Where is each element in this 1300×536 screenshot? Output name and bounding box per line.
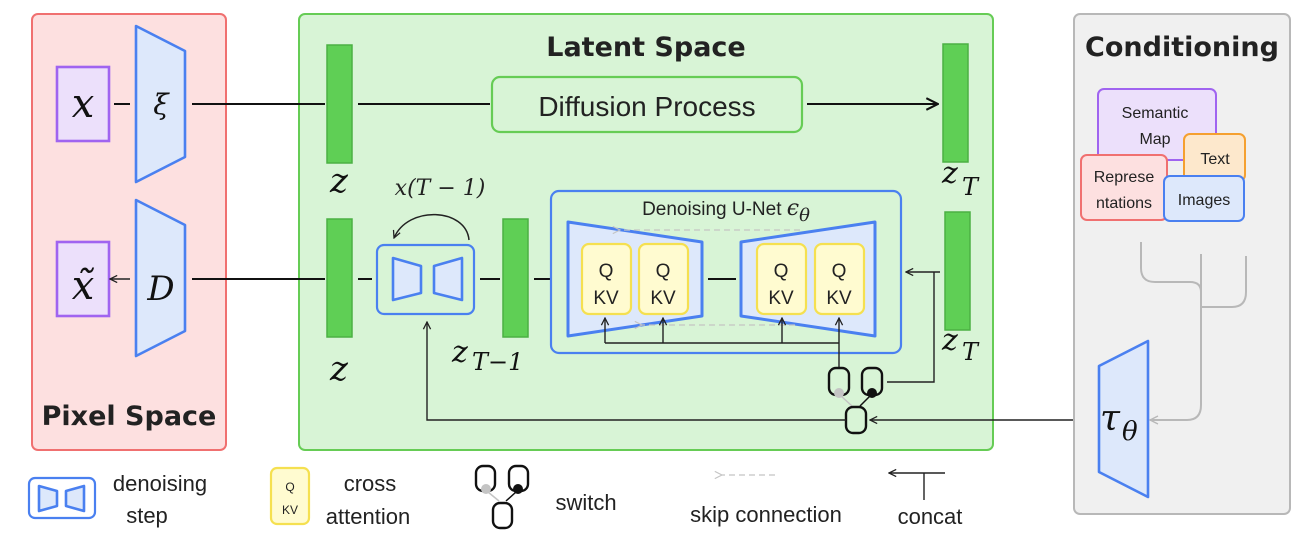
legend-denoising-step: denoising step [27,471,207,528]
cross-attention-block-2: Q KV [637,242,690,316]
conditioning-title: Conditioning [1085,32,1279,63]
attn-q-label: Q [774,261,789,282]
unet-title: Denoising U-Net ϵθ [642,196,810,226]
loop-label: x(T − 1) [395,176,486,201]
semantic-map-label-1: Semantic [1122,105,1189,122]
legend-switch-link-active [505,491,517,502]
cross-attention-frame [813,242,866,316]
conditioning-encoder-block [1097,339,1150,499]
pixel-space-panel: Pixel Space x ξ x̃ D [31,13,227,451]
images-label: Images [1178,192,1230,209]
latent-zT-top-bar [942,43,969,163]
legend-denoising-step-label-1: denoising [113,471,207,496]
representations-label-2: ntations [1096,195,1152,212]
legend-cross-attention-label-1: cross [344,471,397,496]
semantic-map-label-2: Map [1139,131,1170,148]
latent-zT-bottom-label: z [941,323,958,358]
loop-arrow [394,213,470,241]
unet-title-epsilon: ϵ [787,196,799,221]
legend-skip-connection-label: skip connection [690,502,842,527]
legend-switch: switch [474,464,617,530]
legend: denoising step Q KV cross attention swit… [27,464,962,530]
pixel-space-title: Pixel Space [42,401,217,432]
attn-kv-label: KV [650,288,676,309]
output-image-box [55,240,111,318]
legend-denoising-step-label-2: step [126,503,168,528]
switch [827,366,884,435]
condition-images: Images [1163,175,1245,222]
cross-attention-block-1: Q KV [580,242,633,316]
cross-attention-frame [637,242,690,316]
merge-line-right [1201,256,1247,308]
legend-denoising-left-trapezoid [37,484,59,513]
attn-kv-label: KV [826,288,852,309]
denoising-step-left-trapezoid [391,256,423,302]
denoising-step-block [375,243,476,316]
latent-zT1-subscript: T−1 [472,348,523,376]
latent-z-bottom-label: z [329,349,349,389]
encoder-label: ξ [153,88,170,121]
legend-cross-attention: Q KV cross attention [269,466,410,529]
legend-switch-port-bottom [491,501,514,530]
latent-zT-bottom-subscript: T [962,338,980,366]
switch-link-inactive [840,395,853,407]
latent-space-panel: Latent Space z Diffusion Process z T z x… [192,13,1098,451]
attn-kv-label: KV [593,288,619,309]
latent-zT1-bar [502,218,529,338]
representations-label-1: Represe [1094,169,1155,186]
legend-cross-attention-label-2: attention [326,504,410,529]
unet-title-theta: θ [799,205,810,226]
conditioning-to-denoise-arrow [427,322,846,421]
encoder-block [134,24,187,184]
latent-z-top-bar [326,44,353,164]
attn-q-label: Q [832,261,847,282]
cross-attention-block-4: Q KV [813,242,866,316]
latent-zT-bottom-bar [944,211,971,331]
text-label: Text [1200,151,1230,168]
legend-switch-link-inactive [487,491,500,502]
condition-representations: Represe ntations [1080,154,1168,221]
legend-cross-attention-icon [269,466,311,526]
attn-q-label: Q [599,261,614,282]
merge-line-trunk [1150,254,1202,420]
attn-q-label: Q [656,261,671,282]
conditioning-encoder-label: τ [1100,398,1121,439]
decoder-label: D [146,269,174,309]
legend-concat-label: concat [898,504,963,529]
latent-zT-top-label: z [941,156,958,191]
cross-attention-block-3: Q KV [755,242,808,316]
latent-z-top-label: z [329,161,349,201]
latent-z-bottom-bar [326,218,353,338]
legend-denoising-right-trapezoid [64,484,86,513]
conditioning-encoder-subscript: θ [1122,417,1138,447]
legend-concat: concat [889,473,962,529]
condition-text: Text [1183,133,1246,182]
cross-attention-frame [755,242,808,316]
switch-concat-line [887,272,935,383]
images-box [1163,175,1245,222]
cross-attention-frame [580,242,633,316]
diffusion-process-box [490,75,804,134]
legend-skip-connection: skip connection [690,475,842,527]
switch-link-active [859,395,871,407]
attn-kv-label: KV [768,288,794,309]
denoising-step-right-trapezoid [432,256,464,302]
conditioning-inputs: Semantic Map Text Represe ntations Image… [1080,88,1246,222]
merge-line-left [1140,242,1202,293]
latent-zT-top-subscript: T [962,173,980,201]
legend-attn-kv: KV [282,503,298,517]
latent-zT1-label: z [451,335,468,370]
diffusion-process-label: Diffusion Process [538,91,755,122]
decoder-block [134,198,187,358]
output-image-label: x̃ [72,263,95,309]
legend-attn-q: Q [285,480,294,494]
input-image-box [55,65,111,143]
latent-space-title: Latent Space [546,32,745,63]
conditioning-panel: Conditioning Semantic Map Text Represe n… [1073,13,1291,515]
input-image-label: x [72,81,95,127]
denoising-unet: Denoising U-Net ϵθ Q KV Q KV Q KV [549,189,903,368]
legend-switch-label: switch [555,490,616,515]
unet-title-text: Denoising U-Net [642,199,787,220]
